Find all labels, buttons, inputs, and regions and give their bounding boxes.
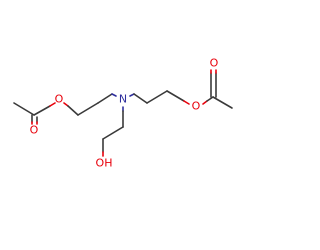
molecule-diagram: N O O O O OH	[13, 57, 233, 170]
atom-label-ester-oxygen-right: O	[192, 100, 201, 113]
bond-left-ester-o-to-carbonyl-c-red	[49, 102, 56, 107]
bond-right-ch2-a	[146, 90, 168, 104]
atom-label-nitrogen: N	[119, 93, 127, 106]
bond-left-ester-o-to-ch2-red	[63, 102, 69, 107]
bond-right-ch2-to-ester-o-red	[183, 100, 190, 105]
bond-left-ch2-b	[77, 102, 99, 116]
atom-label-carbonyl-oxygen-left: O	[30, 124, 39, 137]
bond-right-ester-o-to-carbonyl-c	[206, 96, 214, 102]
atom-label-carbonyl-oxygen-right: O	[210, 57, 219, 70]
bond-n-to-right-ch2	[133, 93, 148, 104]
bond-right-ch2-b	[166, 90, 185, 102]
bond-right-carbonyl-c-to-methyl	[212, 96, 233, 109]
structure-canvas: N O O O O OH	[13, 57, 233, 170]
atom-label-ester-oxygen-left: O	[55, 93, 64, 106]
bond-left-methyl	[13, 102, 35, 116]
bond-right-ester-o-to-carbonyl-c-red	[202, 100, 208, 105]
bond-left-ch2-to-n-blue	[111, 93, 117, 97]
bond-left-carbonyl-c-to-ester-o	[33, 105, 51, 116]
bond-left-ch2-to-n	[97, 93, 113, 104]
bond-left-ch2-a	[67, 105, 79, 116]
atom-label-hydroxyl: OH	[96, 157, 113, 170]
bond-down-ch2-to-ch2	[102, 126, 124, 140]
